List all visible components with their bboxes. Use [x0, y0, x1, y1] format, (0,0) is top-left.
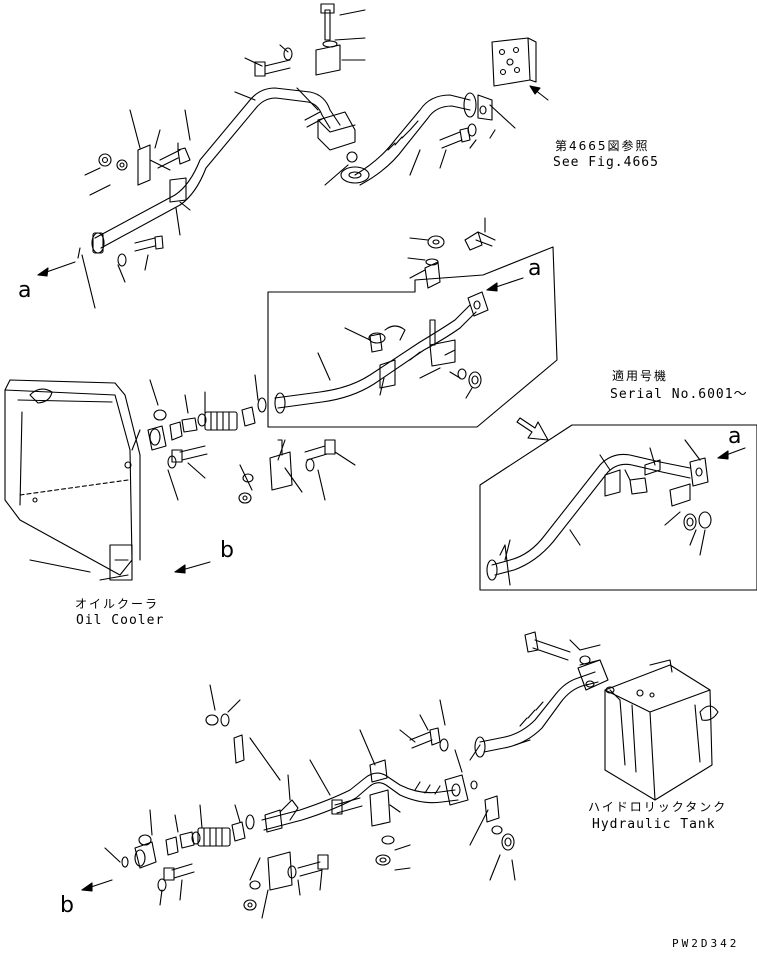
hydraulic-tank-jp-label: ハイドロリックタンク — [588, 800, 728, 814]
serial-detail-box — [479, 417, 757, 591]
bottom-pipe-assembly — [81, 631, 719, 919]
top-pipe-assembly — [37, 3, 549, 309]
drawing-code: PW2D342 — [672, 937, 740, 950]
see-fig-en-label: See Fig.4665 — [553, 155, 659, 170]
oil-cooler-jp-label: オイルクーラ — [75, 597, 160, 611]
applicable-jp-label: 適用号機 — [612, 369, 669, 383]
serial-label: Serial No.6001～ — [610, 387, 748, 402]
ref-a-top-left: a — [18, 278, 33, 303]
ref-a-middle: a — [528, 256, 543, 281]
ref-b-middle: b — [220, 538, 235, 563]
ref-b-bottom: b — [60, 893, 75, 918]
hydraulic-tank-en-label: Hydraulic Tank — [592, 817, 716, 832]
middle-detail-box — [267, 217, 558, 428]
oil-cooler-en-label: Oil Cooler — [76, 613, 165, 628]
ref-a-serial-box: a — [728, 424, 743, 449]
see-fig-jp-label: 第4665図参照 — [555, 139, 650, 153]
oil-cooler-connection — [4, 374, 356, 581]
